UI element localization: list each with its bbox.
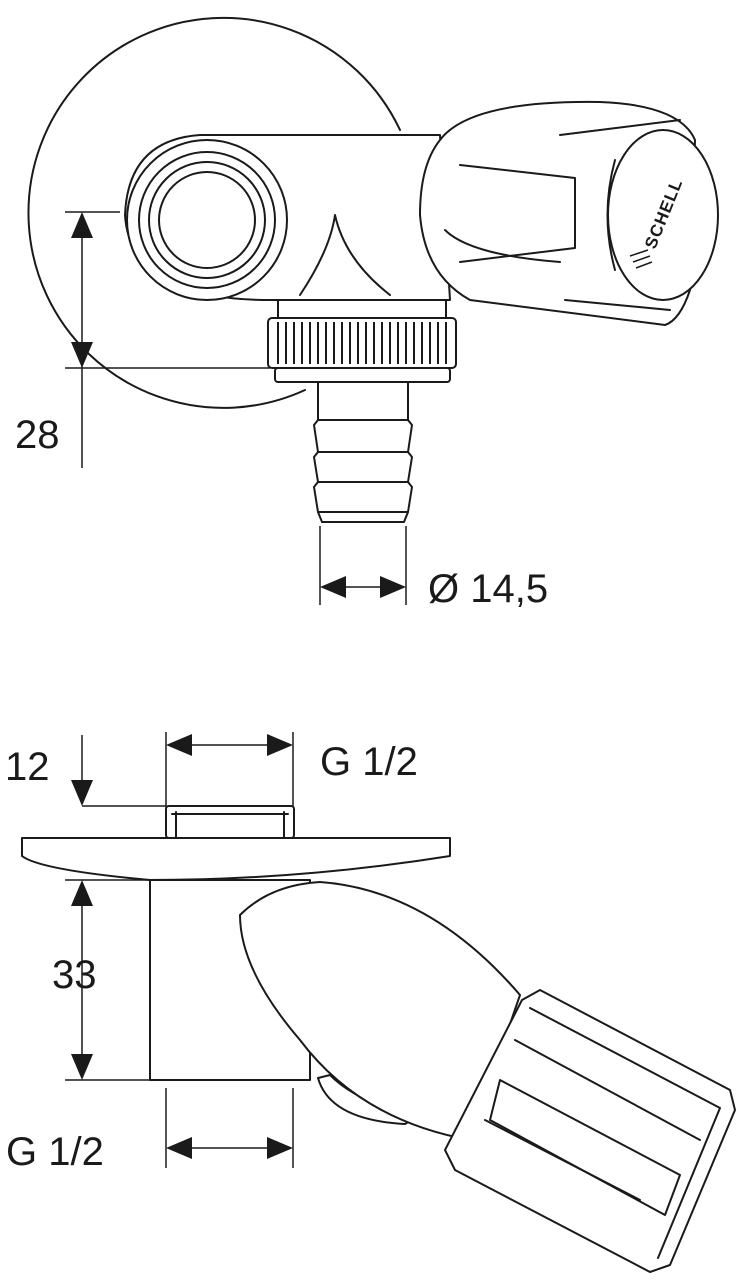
body-saddle <box>299 214 391 296</box>
dimension-diameter-label: Ø 14,5 <box>428 567 548 611</box>
dimension-thread-top: G 1/2 <box>165 732 418 810</box>
nut-knurling <box>277 322 447 364</box>
dimension-33-label: 33 <box>52 953 97 997</box>
dimension-diameter: Ø 14,5 <box>319 526 548 611</box>
dimension-thread-bottom: G 1/2 <box>6 1088 294 1174</box>
dimension-12-label: 12 <box>5 745 50 789</box>
dimension-33: 33 <box>52 879 150 1081</box>
side-view: 12 G 1/2 <box>5 732 736 1273</box>
handwheel <box>419 100 719 326</box>
dimension-28: 28 <box>15 211 270 468</box>
dimension-thread-bottom-label: G 1/2 <box>6 1130 104 1174</box>
dimension-thread-top-label: G 1/2 <box>320 740 418 784</box>
inlet-port <box>126 139 288 301</box>
dimension-28-label: 28 <box>15 413 60 457</box>
rear-thread-stub <box>165 805 295 839</box>
union-nut <box>267 299 457 383</box>
top-view: SCHELL <box>15 16 719 611</box>
wall-rosette <box>27 16 401 409</box>
hose-nozzle <box>313 381 413 523</box>
dimension-12: 12 <box>5 735 166 807</box>
wall-flange <box>21 837 451 881</box>
angled-handwheel <box>444 989 736 1273</box>
